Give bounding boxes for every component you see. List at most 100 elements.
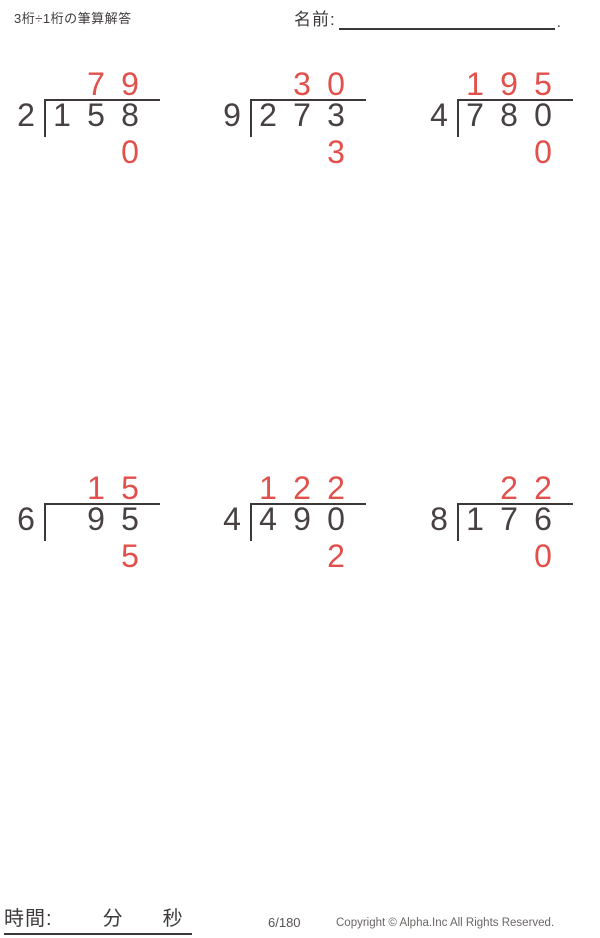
quotient-row: 1 5 (45, 472, 147, 504)
remainder-digit (251, 136, 285, 168)
dividend-row: 2 7 3 (251, 99, 353, 131)
quotient-row: 3 0 (251, 68, 353, 100)
quotient-digit (45, 68, 79, 100)
remainder-digit (45, 540, 79, 572)
division-bracket-horizontal (457, 503, 573, 505)
remainder-row: 5 (45, 540, 147, 572)
dividend-digit: 8 (121, 97, 139, 133)
seconds-label: 秒 (162, 908, 183, 930)
quotient-digit: 5 (534, 66, 552, 102)
remainder-digit (492, 136, 526, 168)
dividend-digit: 7 (466, 97, 484, 133)
remainder-row: 2 (251, 540, 353, 572)
divisor: 2 (17, 97, 35, 133)
dividend-digit: 4 (259, 501, 277, 537)
quotient-digit: 7 (87, 66, 105, 102)
name-label: 名前: (294, 10, 336, 29)
name-field: 名前: . (294, 5, 561, 30)
division-problem: 1 9 5 4 7 8 0 0 (427, 68, 577, 169)
quotient-digit: 2 (500, 470, 518, 506)
remainder-row: 0 (45, 136, 147, 168)
time-label: 時間: (4, 908, 53, 930)
division-bracket-vertical (44, 99, 46, 137)
division-bracket-vertical (250, 503, 252, 541)
dividend-digit (45, 503, 79, 535)
remainder-digit: 0 (121, 134, 139, 170)
division-bracket-horizontal (250, 99, 366, 101)
division-problem: 3 0 9 2 7 3 3 (220, 68, 370, 169)
quotient-digit (458, 472, 492, 504)
dividend-row: 9 5 (45, 503, 147, 535)
quotient-row: 1 9 5 (458, 68, 560, 100)
dividend-row: 1 5 8 (45, 99, 147, 131)
remainder-digit (79, 540, 113, 572)
remainder-row: 3 (251, 136, 353, 168)
dividend-row: 7 8 0 (458, 99, 560, 131)
quotient-row: 2 2 (458, 472, 560, 504)
division-bracket-horizontal (44, 99, 160, 101)
quotient-digit: 1 (259, 470, 277, 506)
quotient-row: 7 9 (45, 68, 147, 100)
division-bracket-vertical (250, 99, 252, 137)
remainder-digit: 0 (534, 538, 552, 574)
remainder-digit (285, 540, 319, 572)
minutes-label: 分 (102, 908, 123, 930)
remainder-digit (492, 540, 526, 572)
page-indicator: 6/180 (268, 915, 301, 930)
quotient-digit: 1 (87, 470, 105, 506)
division-bracket-vertical (44, 503, 46, 541)
quotient-digit: 3 (293, 66, 311, 102)
quotient-row: 1 2 2 (251, 472, 353, 504)
copyright-notice: Copyright © Alpha.Inc All Rights Reserve… (336, 917, 555, 929)
remainder-digit (285, 136, 319, 168)
quotient-digit: 1 (466, 66, 484, 102)
name-line-period: . (556, 14, 561, 31)
dividend-digit: 2 (259, 97, 277, 133)
dividend-digit: 7 (293, 97, 311, 133)
division-bracket-horizontal (457, 99, 573, 101)
divisor: 9 (223, 97, 241, 133)
division-bracket-horizontal (44, 503, 160, 505)
division-problem: 1 2 2 4 4 9 0 2 (220, 472, 370, 573)
divisor: 8 (430, 501, 448, 537)
page-title: 3桁÷1桁の筆算解答 (14, 11, 132, 26)
quotient-digit: 0 (327, 66, 345, 102)
quotient-digit (251, 68, 285, 100)
dividend-digit: 7 (500, 501, 518, 537)
quotient-digit: 2 (293, 470, 311, 506)
remainder-digit: 5 (121, 538, 139, 574)
name-blank-line (338, 9, 555, 30)
remainder-row: 0 (458, 136, 560, 168)
dividend-digit: 5 (121, 501, 139, 537)
dividend-digit: 9 (293, 501, 311, 537)
division-problem: 1 5 6 9 5 5 (14, 472, 164, 573)
quotient-digit: 2 (534, 470, 552, 506)
division-bracket-vertical (457, 99, 459, 137)
dividend-digit: 8 (500, 97, 518, 133)
divisor: 6 (17, 501, 35, 537)
dividend-digit: 1 (466, 501, 484, 537)
time-field: 時間: 分 秒 (4, 907, 192, 935)
remainder-digit (458, 540, 492, 572)
remainder-digit (79, 136, 113, 168)
division-problem: 2 2 8 1 7 6 0 (427, 472, 577, 574)
remainder-digit (45, 136, 79, 168)
quotient-digit: 5 (121, 470, 139, 506)
dividend-digit: 6 (534, 501, 552, 537)
dividend-digit: 0 (327, 501, 345, 537)
division-problem: 7 9 2 1 5 8 0 (14, 68, 164, 169)
dividend-row: 4 9 0 (251, 503, 353, 535)
dividend-row: 1 7 6 (458, 503, 560, 535)
divisor: 4 (223, 501, 241, 537)
quotient-digit (45, 472, 79, 504)
quotient-digit: 2 (327, 470, 345, 506)
remainder-digit: 3 (327, 134, 345, 170)
division-bracket-vertical (457, 503, 459, 541)
dividend-digit: 3 (327, 97, 345, 133)
dividend-digit: 1 (53, 97, 71, 133)
remainder-digit (458, 136, 492, 168)
quotient-digit: 9 (121, 66, 139, 102)
remainder-digit (251, 540, 285, 572)
dividend-digit: 0 (534, 97, 552, 133)
